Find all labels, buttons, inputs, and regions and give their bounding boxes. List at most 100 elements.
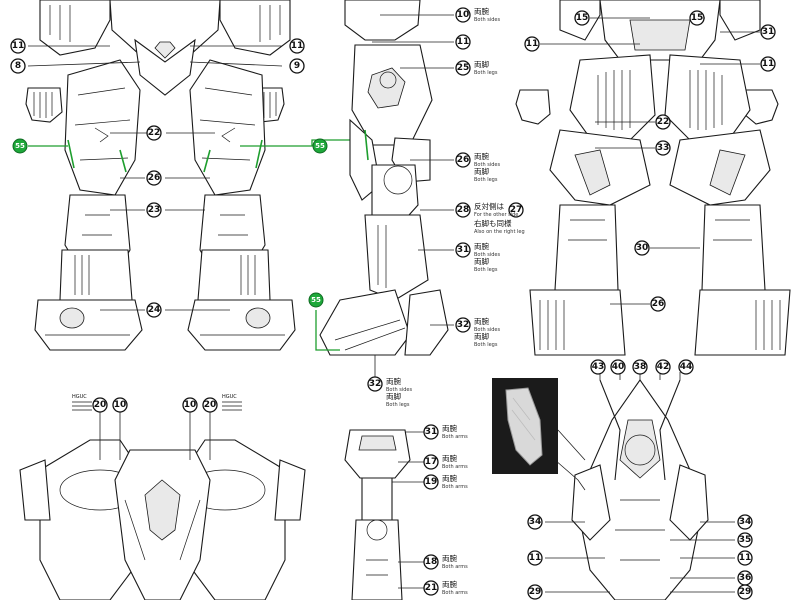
callout-number: 20 <box>94 400 107 410</box>
note-both-sides-cn: 両腕 <box>474 151 489 161</box>
note-both-sides-en: Both sides <box>474 162 500 168</box>
note-both-arms-cn: 両腕 <box>442 473 457 483</box>
note-both-legs-en: Both legs <box>474 267 498 273</box>
left-shoulder-part <box>39 0 111 56</box>
stamp-left-text: HGUC <box>72 394 87 400</box>
note-both-arms-en: Both arms <box>442 484 468 490</box>
green-circle-marker-icon <box>312 138 328 154</box>
note-both-sides-cn: 両腕 <box>474 316 489 326</box>
note-both-arms-cn: 両腕 <box>442 423 457 433</box>
note-both-legs-cn: 両脚 <box>386 391 401 401</box>
callout-side-26: 26 <box>455 152 471 168</box>
callout-number: 10 <box>457 10 470 20</box>
green-marker-side: 55 <box>308 292 324 308</box>
callout-bl-20-right: 20 <box>202 397 218 413</box>
callout-shield-34-right: 34 <box>737 514 753 530</box>
callout-back-33: 33 <box>655 140 671 156</box>
callout-number: 29 <box>739 587 752 597</box>
note-both-arms-en: Both arms <box>442 464 468 470</box>
callout-number: 17 <box>425 457 438 467</box>
callout-shield-43: 43 <box>590 359 606 375</box>
back-right-calf <box>701 204 766 291</box>
callout-back-30: 30 <box>634 240 650 256</box>
green-circle-marker-icon <box>308 292 324 308</box>
note-both-legs-cn: 両脚 <box>474 256 489 266</box>
callout-number: 19 <box>425 477 438 487</box>
green-marker-label: 55 <box>315 142 325 150</box>
callout-number: 34 <box>739 517 752 527</box>
callout-back-15-left: 15 <box>574 10 590 26</box>
note-both-legs-en: Both legs <box>474 70 498 76</box>
callout-front-24: 24 <box>146 302 162 318</box>
note-both-sides-cn: 両腕 <box>474 6 489 16</box>
note-both-legs-en: Both legs <box>474 177 498 183</box>
callout-number: 11 <box>12 41 25 51</box>
callout-arm-17: 17 <box>423 454 439 470</box>
callout-number: 11 <box>291 41 304 51</box>
callout-front-22: 22 <box>146 125 162 141</box>
callout-number: 11 <box>526 39 539 49</box>
note-both-legs-en: Both legs <box>474 342 498 348</box>
back-left-foot <box>529 289 626 356</box>
callout-side-11: 11 <box>455 34 471 50</box>
callout-number: 15 <box>691 13 704 23</box>
photo-pointer-line <box>557 429 586 461</box>
callout-bl-20-left: 20 <box>92 397 108 413</box>
callout-number: 11 <box>739 553 752 563</box>
callout-arm-21: 21 <box>423 580 439 596</box>
left-hand-part <box>25 87 63 123</box>
callout-number: 10 <box>184 400 197 410</box>
green-marker-front: 55 <box>12 138 28 154</box>
right-fin <box>274 459 306 521</box>
callout-front-23: 23 <box>146 202 162 218</box>
callout-number: 36 <box>739 573 752 583</box>
callout-number: 34 <box>529 517 542 527</box>
callout-number: 31 <box>425 427 438 437</box>
callout-side-10: 10 <box>455 7 471 23</box>
callout-shield-40: 40 <box>610 359 626 375</box>
stamp-right-text: HGUC <box>222 394 237 400</box>
green-circle-marker-icon <box>12 138 28 154</box>
callout-number: 22 <box>148 128 161 138</box>
side-heel-part <box>404 289 449 356</box>
callout-number: 42 <box>657 362 670 372</box>
callout-arm-19: 19 <box>423 474 439 490</box>
note-both-sides-cn: 両腕 <box>474 241 489 251</box>
left-foot-part <box>34 299 143 351</box>
note-other-side-en: For the other side, <box>474 212 520 218</box>
side-shin-part <box>364 214 429 301</box>
callout-shield-42: 42 <box>655 359 671 375</box>
callout-back-11-right: 11 <box>760 56 776 72</box>
left-shin-part <box>59 249 133 301</box>
backpack-top-view <box>19 412 306 600</box>
callout-number: 11 <box>457 37 470 47</box>
callout-shield-29-right: 29 <box>737 584 753 600</box>
callout-front-9: 9 <box>289 58 305 74</box>
callout-shield-11-right: 11 <box>737 550 753 566</box>
callout-front-11-right: 11 <box>289 38 305 54</box>
callout-bl-10-right: 10 <box>182 397 198 413</box>
back-left-hand <box>515 89 551 125</box>
callout-number: 38 <box>634 362 647 372</box>
side-foot-part <box>319 289 411 356</box>
note-both-sides-en: Both sides <box>386 387 412 393</box>
callout-side-32: 32 <box>455 317 471 333</box>
callout-number: 22 <box>657 117 670 127</box>
photo-clear-part <box>505 387 543 466</box>
callout-bl-10-left: 10 <box>112 397 128 413</box>
hguc-stamp-right: HGUC <box>222 394 242 411</box>
callout-side-25: 25 <box>455 60 471 76</box>
callout-shield-38: 38 <box>632 359 648 375</box>
callout-shield-35: 35 <box>737 532 753 548</box>
back-view-figure <box>515 0 791 356</box>
green-marker-label: 55 <box>311 296 321 304</box>
callout-number: 18 <box>425 557 438 567</box>
back-left-calf <box>554 204 619 291</box>
callout-number: 20 <box>204 400 217 410</box>
callout-number: 9 <box>294 61 300 71</box>
waist-front-part <box>134 38 196 96</box>
note-both-legs-en: Both legs <box>386 402 410 408</box>
note-other-side-cn: 反対側は <box>474 201 504 211</box>
note-both-legs-cn: 両脚 <box>474 59 489 69</box>
note-both-sides-cn: 両腕 <box>386 376 401 386</box>
